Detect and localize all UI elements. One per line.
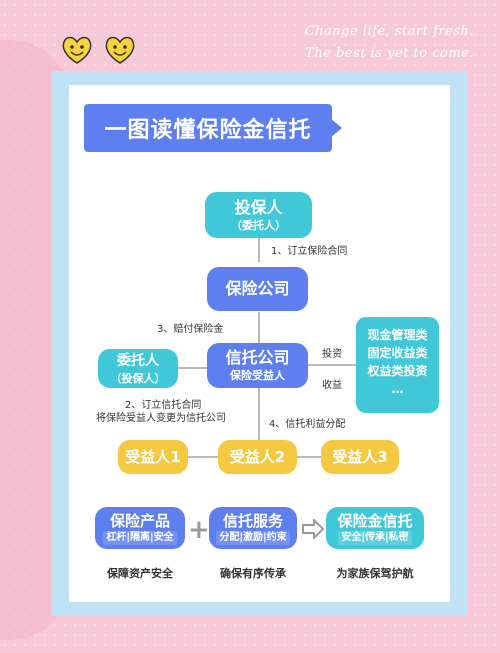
connector-line — [258, 388, 260, 440]
investment-products-box: 现金管理类 固定收益类 权益类投资 … — [356, 317, 439, 413]
smiley-face-icon — [105, 36, 135, 64]
connector-line — [297, 456, 321, 458]
slogan-line-2: The best is yet to come. — [305, 46, 474, 61]
connector-line — [308, 364, 356, 366]
box-title: 保险金信托 — [337, 511, 413, 530]
connector-line — [258, 312, 260, 343]
node-sublabel: （投保人） — [110, 372, 166, 385]
flow-note-invest: 投资 — [322, 349, 342, 360]
box-subtitle: 安全|传承|私密 — [338, 530, 412, 545]
outline-arrow-right-icon — [302, 519, 324, 539]
product-item: … — [391, 382, 404, 396]
insurance-trust-box: 保险金信托 安全|传承|私密 — [326, 507, 424, 549]
node-label: 受益人1 — [125, 448, 181, 466]
connector-line — [258, 238, 260, 262]
step-note: 1、订立保险合同 — [271, 246, 348, 257]
connector-line — [188, 456, 218, 458]
node-label: 信托公司 — [225, 348, 290, 367]
node-settlor: 委托人 （投保人） — [98, 349, 178, 388]
node-sublabel: 保险受益人 — [230, 369, 285, 382]
node-label: 受益人3 — [332, 448, 388, 466]
step-note: 2、订立信托合同 — [125, 400, 202, 411]
product-item: 权益类投资 — [367, 364, 428, 378]
flow-note-income: 收益 — [322, 380, 342, 391]
step-note: 3、赔付保险金 — [157, 324, 224, 335]
insurance-product-box: 保险产品 杠杆|隔离|安全 — [95, 507, 185, 549]
node-beneficiary-3: 受益人3 — [321, 440, 399, 474]
box-caption: 保障资产安全 — [107, 567, 173, 580]
node-beneficiary-1: 受益人1 — [118, 440, 188, 474]
node-insurer: 保险公司 — [207, 267, 308, 311]
node-label: 委托人 — [117, 353, 159, 369]
step-note: 将保险受益人变更为信托公司 — [96, 413, 226, 424]
node-label: 受益人2 — [229, 448, 286, 466]
box-title: 保险产品 — [109, 511, 170, 530]
trust-service-box: 信托服务 分配|激励|约束 — [209, 507, 297, 549]
node-policyholder: 投保人 （委托人） — [205, 192, 312, 238]
box-subtitle: 杠杆|隔离|安全 — [103, 530, 177, 545]
box-subtitle: 分配|激励|约束 — [216, 530, 290, 545]
node-label: 保险公司 — [225, 279, 290, 298]
node-sublabel: （委托人） — [231, 218, 286, 232]
plus-icon: + — [188, 515, 210, 545]
product-item: 现金管理类 — [367, 328, 428, 342]
step-note: 4、信托利益分配 — [269, 419, 346, 430]
product-item: 固定收益类 — [367, 346, 428, 360]
title-pointer — [330, 118, 342, 138]
node-trust-company: 信托公司 保险受益人 — [207, 343, 308, 388]
box-title: 信托服务 — [222, 511, 283, 530]
node-label: 投保人 — [234, 197, 283, 217]
node-beneficiary-2: 受益人2 — [218, 440, 297, 474]
connector-line — [178, 367, 208, 369]
smiley-face-icon — [62, 36, 92, 64]
box-caption: 为家族保驾护航 — [336, 567, 414, 580]
slogan-line-1: Change life, start fresh. — [304, 24, 474, 39]
page-title: 一图读懂保险金信托 — [84, 104, 332, 152]
box-caption: 确保有序传承 — [220, 567, 286, 580]
